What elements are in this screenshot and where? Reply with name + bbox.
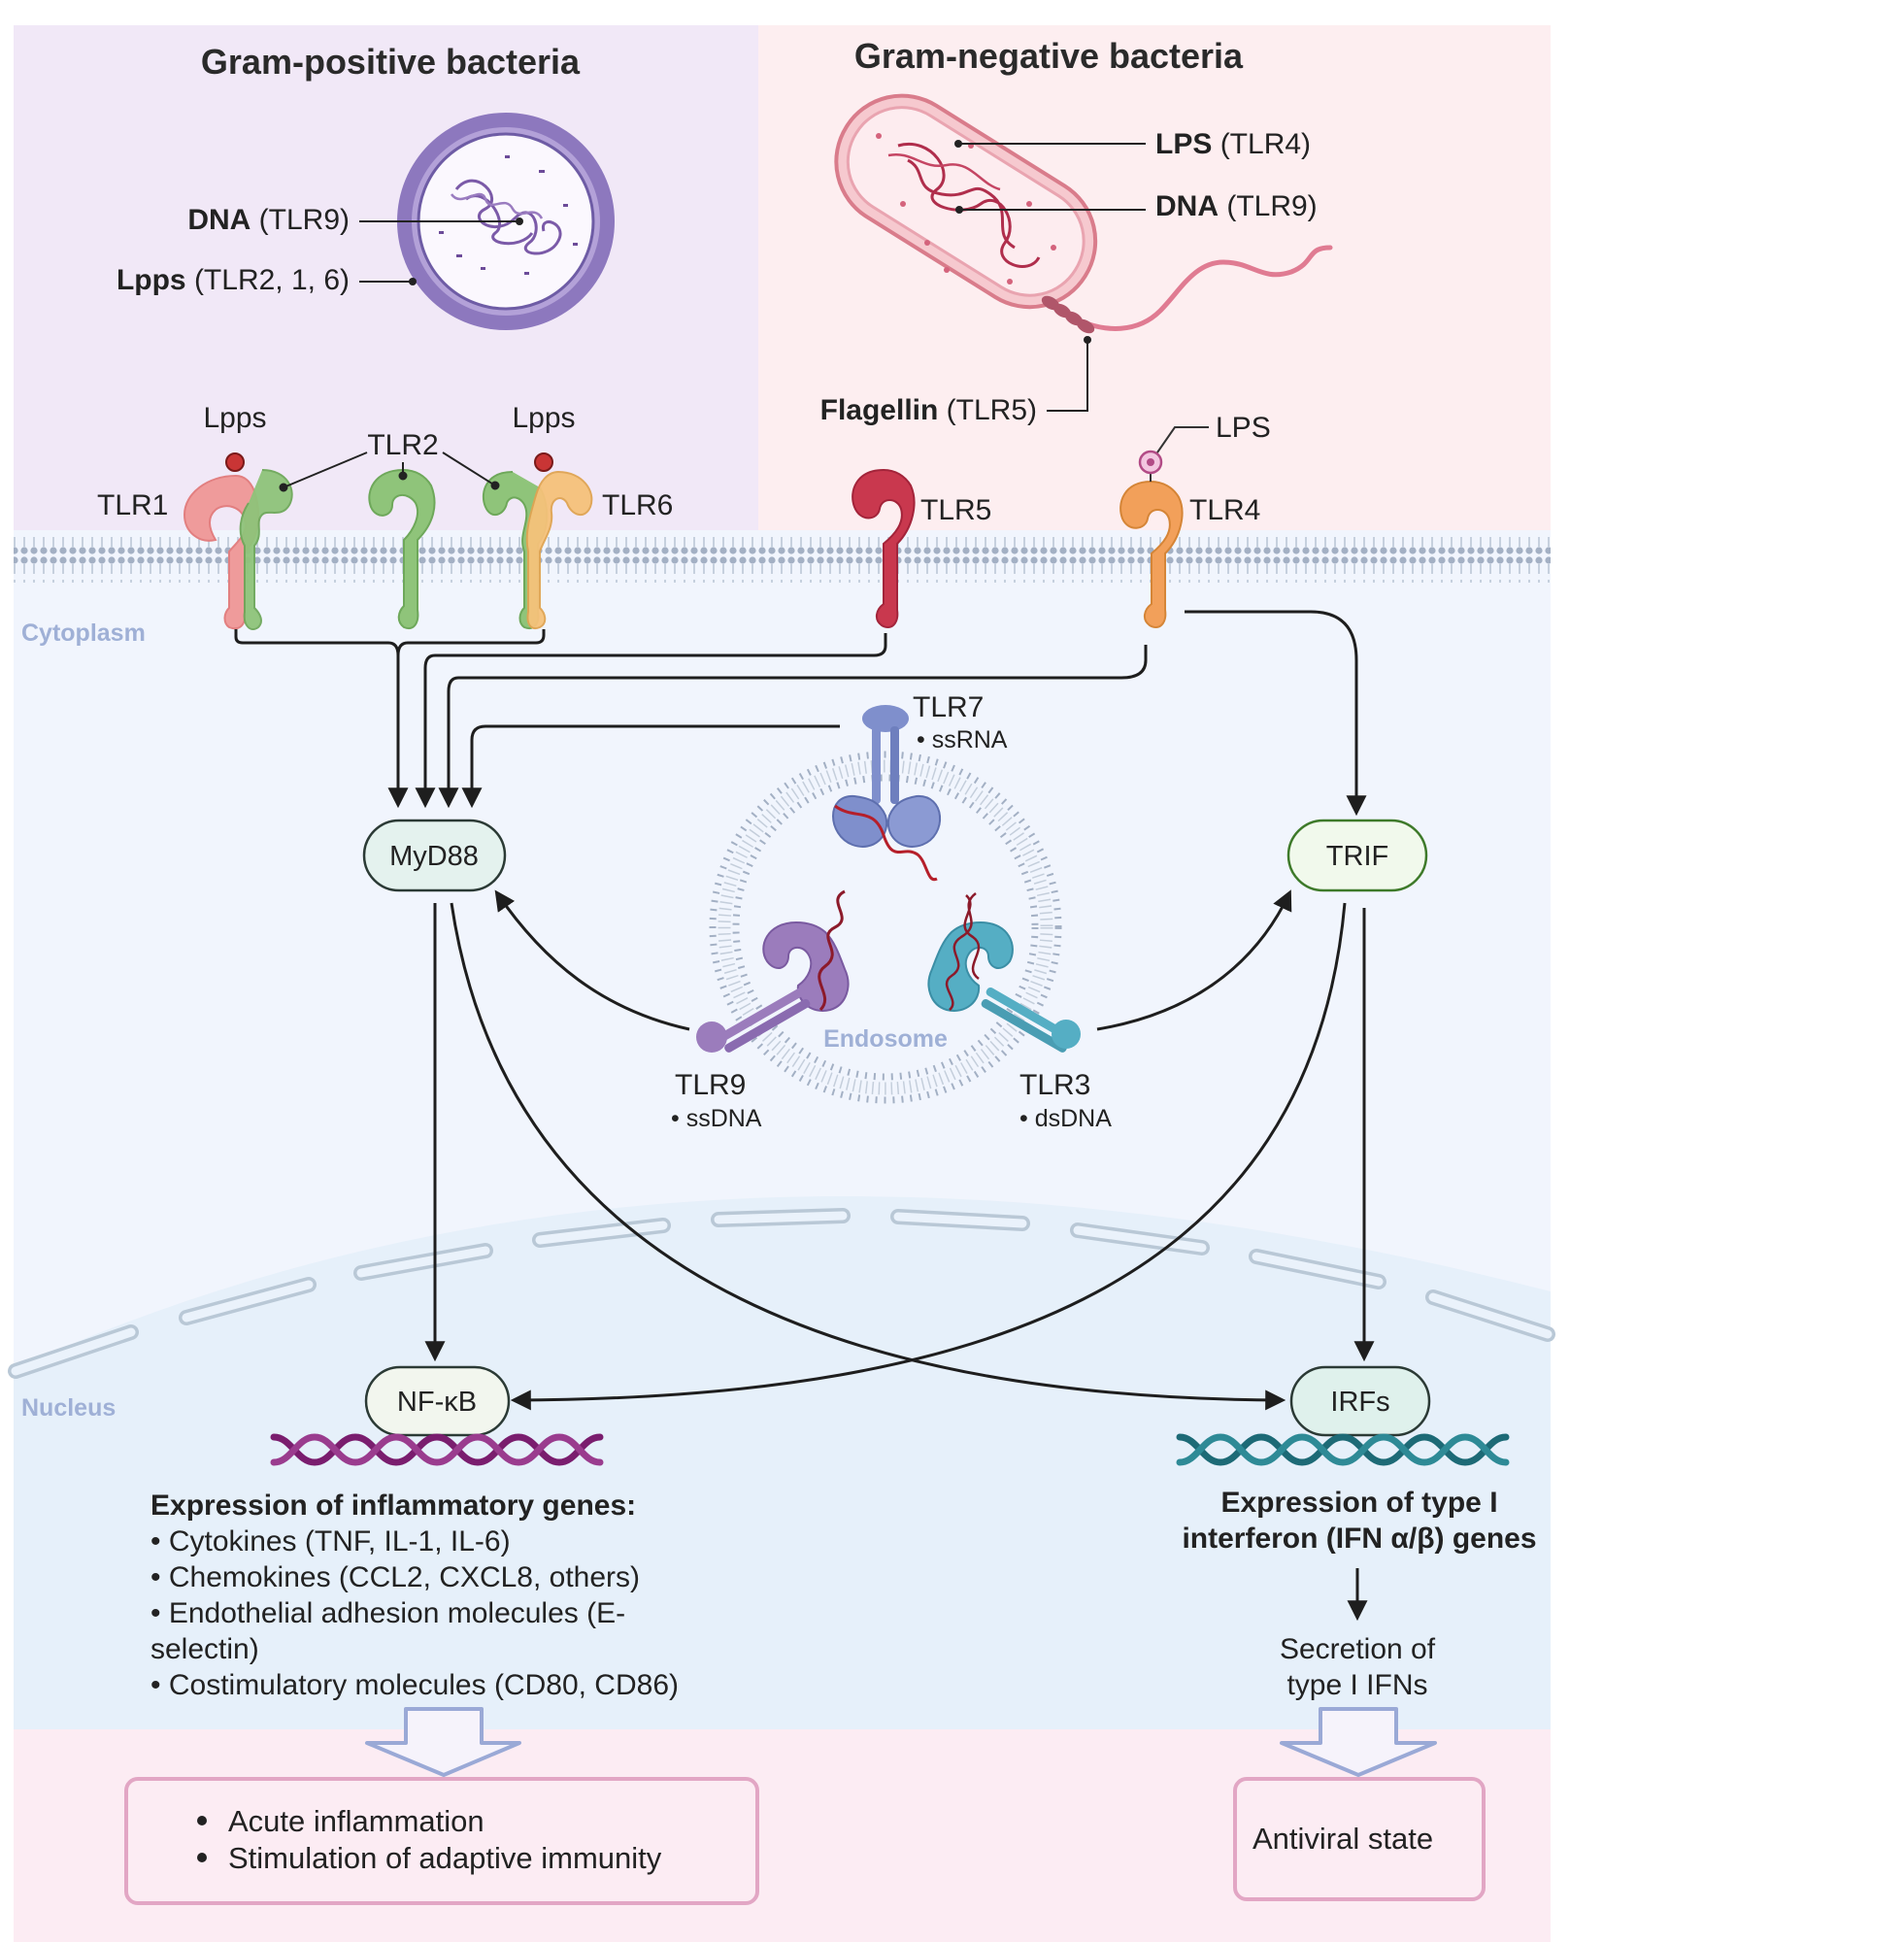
gram-positive-dna-label: DNA (TLR9) <box>187 204 523 236</box>
endosome-icon <box>709 751 1062 1104</box>
tlr2-label: TLR2 <box>367 429 438 461</box>
tlr3-receptor-icon <box>927 892 1081 1053</box>
svg-text:NF-κB: NF-κB <box>397 1387 477 1418</box>
svg-text:Antiviral state: Antiviral state <box>1253 1822 1433 1856</box>
tlr2-label-leaders <box>279 452 500 492</box>
tlr9-receptor-icon <box>696 889 850 1053</box>
svg-text:MyD88: MyD88 <box>389 841 479 872</box>
tlr3-ligand: • dsDNA <box>1019 1105 1112 1132</box>
dna-helix-right-icon <box>1176 1433 1510 1466</box>
svg-text:Flagellin (TLR5): Flagellin (TLR5) <box>820 394 1037 426</box>
tlr5-receptor-icon <box>852 468 916 628</box>
tlr7-ligand: • ssRNA <box>917 726 1008 753</box>
svg-text:selectin): selectin) <box>150 1633 259 1665</box>
svg-text:DNA (TLR9): DNA (TLR9) <box>187 204 350 236</box>
nucleus-region <box>14 1196 1551 1729</box>
trif-node: TRIF <box>1286 819 1428 892</box>
svg-text:type I IFNs: type I IFNs <box>1286 1669 1427 1701</box>
tlr4-label: TLR4 <box>1189 494 1260 526</box>
svg-text:Lpps (TLR2, 1, 6): Lpps (TLR2, 1, 6) <box>117 264 350 296</box>
myd88-node: MyD88 <box>362 819 507 892</box>
endosome-label: Endosome <box>823 1025 948 1053</box>
signaling-arrows <box>234 610 1375 1622</box>
gram-negative-lps-label: LPS (TLR4) <box>954 128 1311 160</box>
tlr3-label: TLR3 <box>1019 1069 1090 1101</box>
gram-negative-dna-label: DNA (TLR9) <box>955 190 1318 222</box>
lps-label: LPS <box>1216 412 1271 444</box>
gram-negative-title: Gram-negative bacteria <box>854 36 1244 76</box>
svg-text:interferon (IFN α/β) genes: interferon (IFN α/β) genes <box>1182 1523 1536 1555</box>
tlr4-receptor-icon <box>1119 426 1209 628</box>
lpps-left-label: Lpps <box>203 402 266 434</box>
tlr9-ligand: • ssDNA <box>671 1105 762 1132</box>
tlr2-tlr6-heterodimer-icon <box>482 452 593 629</box>
tlr9-label: TLR9 <box>675 1069 746 1101</box>
dna-helix-left-icon <box>270 1433 604 1466</box>
svg-text:Expression of inflammatory gen: Expression of inflammatory genes: <box>150 1490 636 1522</box>
svg-text:LPS (TLR4): LPS (TLR4) <box>1155 128 1311 160</box>
svg-text:• Costimulatory molecules (CD8: • Costimulatory molecules (CD80, CD86) <box>150 1669 679 1701</box>
svg-text:• Endothelial adhesion molecul: • Endothelial adhesion molecules (E- <box>150 1597 625 1629</box>
nucleus-label: Nucleus <box>21 1394 116 1422</box>
gram-positive-lpps-label: Lpps (TLR2, 1, 6) <box>117 264 417 296</box>
svg-text:• Chemokines (CCL2, CXCL8, oth: • Chemokines (CCL2, CXCL8, others) <box>150 1561 640 1593</box>
lpps-right-label: Lpps <box>512 402 575 434</box>
svg-text:IRFs: IRFs <box>1330 1387 1389 1418</box>
tlr7-receptor-icon <box>832 705 941 882</box>
outcome-arrow-right-icon <box>1280 1707 1437 1777</box>
gram-positive-panel <box>14 25 758 530</box>
svg-text:Acute inflammation: Acute inflammation <box>228 1804 484 1838</box>
svg-text:TRIF: TRIF <box>1326 841 1388 872</box>
svg-text:DNA (TLR9): DNA (TLR9) <box>1155 190 1318 222</box>
svg-text:Expression of type I: Expression of type I <box>1220 1487 1497 1519</box>
tlr5-label: TLR5 <box>920 494 991 526</box>
svg-text:Stimulation of adaptive immuni: Stimulation of adaptive immunity <box>228 1841 662 1875</box>
tlr7-label: TLR7 <box>913 691 984 723</box>
tlr2-receptor-icon <box>368 468 436 629</box>
interferon-genes-text: Expression of type I interferon (IFN α/β… <box>1182 1487 1536 1555</box>
nfkb-node: NF-κB <box>364 1365 511 1437</box>
tlr6-label: TLR6 <box>602 489 673 521</box>
outcome-box-inflammation: Acute inflammation Stimulation of adapti… <box>124 1777 759 1905</box>
outcome-arrow-left-icon <box>365 1707 521 1777</box>
gram-negative-bacterium-icon <box>834 93 1333 334</box>
gram-negative-flagellin-label: Flagellin (TLR5) <box>820 336 1091 426</box>
irfs-node: IRFs <box>1289 1365 1431 1437</box>
tlr1-tlr2-heterodimer-icon <box>183 452 293 630</box>
tlr1-label: TLR1 <box>97 489 168 521</box>
inflammatory-genes-text: Expression of inflammatory genes: • Cyto… <box>150 1490 679 1701</box>
outcome-box-antiviral: Antiviral state <box>1233 1777 1486 1901</box>
svg-text:• Cytokines (TNF, IL-1, IL-6): • Cytokines (TNF, IL-1, IL-6) <box>150 1525 511 1557</box>
ifn-secretion-text: Secretion of type I IFNs <box>1280 1633 1436 1701</box>
gram-positive-title: Gram-positive bacteria <box>201 42 581 82</box>
svg-text:Secretion of: Secretion of <box>1280 1633 1436 1665</box>
plasma-membrane <box>14 532 1551 583</box>
cytoplasm-label: Cytoplasm <box>21 619 146 647</box>
